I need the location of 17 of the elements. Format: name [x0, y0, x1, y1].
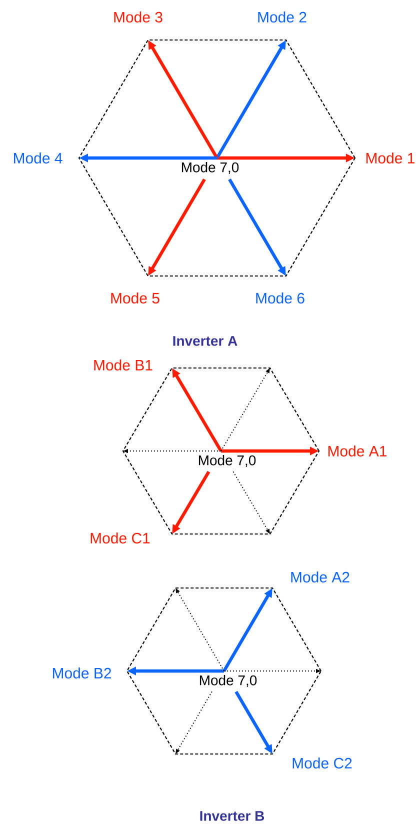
center-label: Mode 7,0: [198, 455, 256, 467]
mode-label: Mode A1: [328, 446, 386, 456]
center-label: Mode 7,0: [200, 675, 257, 687]
mode-label: Mode A2: [291, 572, 350, 582]
mode-label: Mode C1: [90, 532, 150, 544]
inverter-title: Inverter B: [200, 811, 264, 821]
mode-label: Mode C2: [292, 758, 352, 768]
mode-label: Mode B2: [53, 668, 112, 678]
mode-label: Mode B1: [94, 360, 152, 370]
inverter-title: Inverter A: [173, 336, 238, 346]
mode-label: Mode 2: [258, 12, 306, 22]
mode-label: Mode 3: [114, 12, 162, 22]
mode-label: Mode 6: [256, 292, 304, 304]
center-label: Mode 7,0: [182, 162, 239, 174]
mode-label: Mode 5: [111, 292, 160, 304]
mode-label: Mode 1: [366, 152, 414, 164]
mode-label: Mode 4: [14, 152, 62, 164]
